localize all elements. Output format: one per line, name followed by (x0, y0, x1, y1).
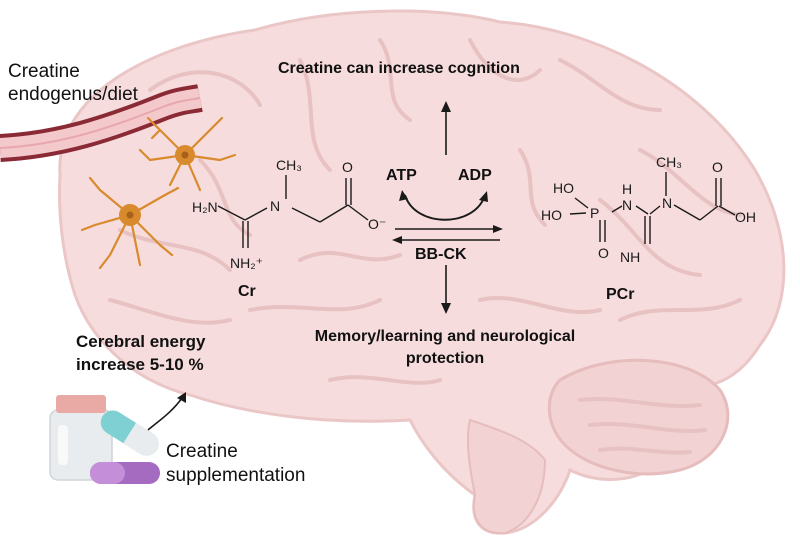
enzyme-label: BB-CK (415, 246, 467, 263)
brain-folds (108, 38, 742, 455)
pcr-ho2: HO (541, 207, 562, 223)
pcr-label: PCr (606, 286, 635, 303)
creatine-source-line2: endogenus/diet (8, 84, 138, 105)
pcr-o: O (598, 245, 609, 261)
pcr-n1: N (622, 197, 632, 213)
memory-line1: Memory/learning and neurological (314, 328, 576, 345)
neuron-nucleus-2 (126, 211, 134, 219)
pcr-ch3: CH₃ (656, 154, 682, 170)
pcr-nh: NH (620, 249, 640, 265)
pcr-h: H (622, 181, 632, 197)
cr-h2n: H₂N (192, 199, 218, 215)
creatine-source-label: Creatine endogenus/diet (8, 60, 138, 106)
cr-n: N (270, 198, 280, 214)
cerebral-energy-label: Cerebral energy increase 5-10 % (76, 330, 205, 376)
arrows (147, 101, 503, 431)
brainstem-shape (466, 418, 547, 535)
neurons (80, 116, 237, 270)
neuron-nucleus-1 (181, 151, 189, 159)
energy-line1: Cerebral energy (76, 332, 206, 351)
cr-o-minus: O⁻ (368, 216, 386, 232)
cr-o-top: O (342, 159, 353, 175)
memory-line2: protection (405, 350, 485, 367)
cr-ch3: CH₃ (276, 157, 302, 173)
supplement-line2: supplementation (166, 465, 306, 486)
memory-label: Memory/learning and neurological protect… (270, 326, 620, 370)
supplementation-label: Creatine supplementation (166, 440, 305, 488)
phosphocreatine-structure (569, 172, 736, 244)
blood-vessel (0, 84, 203, 162)
supplement-bottle (49, 395, 113, 481)
cr-label: Cr (238, 283, 256, 300)
cerebellum-shape (547, 358, 730, 476)
supplement-pills (90, 410, 160, 484)
pcr-oh: OH (735, 209, 756, 225)
pcr-ho1: HO (553, 180, 574, 196)
creatine-source-line1: Creatine (8, 61, 80, 82)
adp-label: ADP (458, 167, 492, 184)
pcr-n2: N (662, 195, 672, 211)
energy-line2: increase 5-10 % (76, 355, 204, 374)
supplement-line1: Creatine (166, 441, 238, 462)
cr-nh2plus: NH₂⁺ (230, 255, 263, 271)
pcr-o-top: O (712, 159, 723, 175)
cognition-label: Creatine can increase cognition (278, 60, 520, 77)
creatine-structure (217, 175, 369, 248)
atp-label: ATP (386, 167, 417, 184)
pcr-p: P (590, 205, 599, 221)
